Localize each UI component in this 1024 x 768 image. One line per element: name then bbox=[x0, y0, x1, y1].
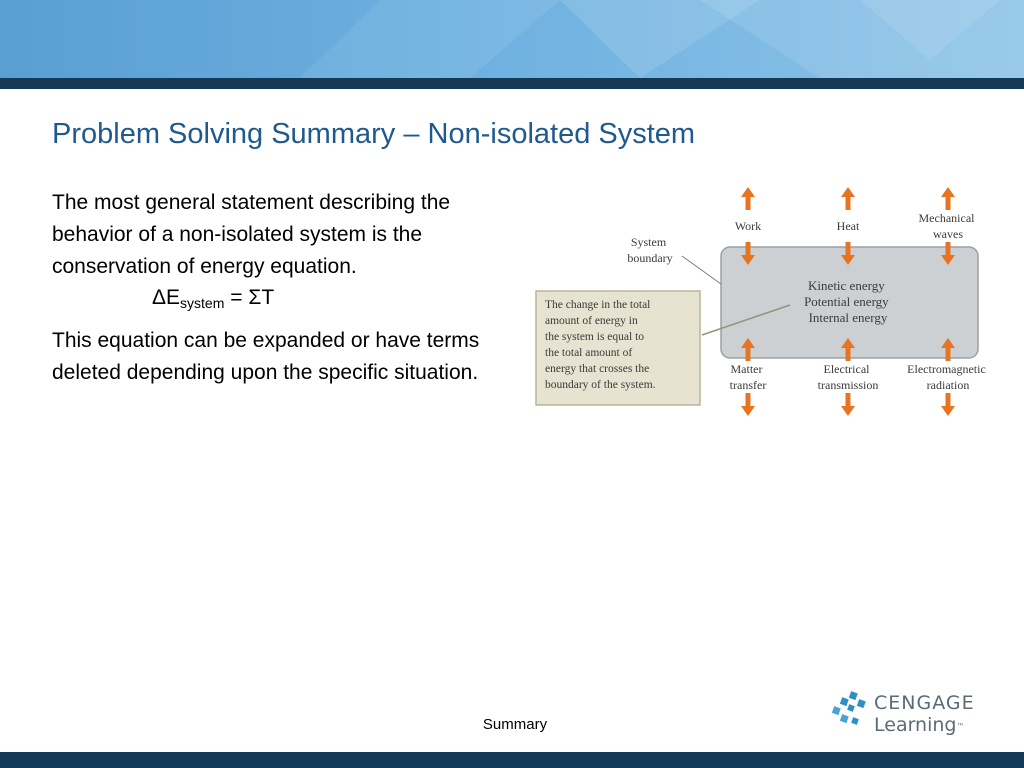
matter-arrow-out bbox=[741, 393, 755, 416]
mechanical-arrow-out bbox=[941, 187, 955, 210]
content-internal: Internal energy bbox=[809, 310, 888, 325]
label-matter-transfer: Matter transfer bbox=[730, 362, 767, 392]
energy-transfer-diagram: Kinetic energy Potential energy Internal… bbox=[535, 187, 989, 416]
content-potential: Potential energy bbox=[804, 294, 889, 309]
system-contents: Kinetic energy Potential energy Internal… bbox=[804, 278, 892, 325]
electromagnetic-arrow-out bbox=[941, 393, 955, 416]
energy-equation: ΔEsystem = ΣT bbox=[52, 283, 512, 313]
footer-label: Summary bbox=[482, 716, 548, 733]
cengage-wordmark: CENGAGE bbox=[874, 692, 975, 714]
paragraph-intro: The most general statement describing th… bbox=[52, 191, 451, 278]
heat-arrow-out bbox=[841, 187, 855, 210]
slide-title: Problem Solving Summary – Non-isolated S… bbox=[52, 118, 696, 150]
trademark-symbol: ™ bbox=[956, 722, 965, 731]
system-boundary-label: System boundary bbox=[627, 235, 672, 265]
header-strip bbox=[0, 78, 1024, 89]
label-electrical-transmission: Electrical transmission bbox=[818, 362, 879, 392]
content-kinetic: Kinetic energy bbox=[808, 278, 885, 293]
equation-subscript: system bbox=[180, 295, 225, 311]
electrical-arrow-out bbox=[841, 393, 855, 416]
work-arrow-out bbox=[741, 187, 755, 210]
equation-rhs: = ΣT bbox=[230, 286, 275, 309]
label-electromagnetic-radiation: Electromagnetic radiation bbox=[907, 362, 989, 392]
equation-lhs: ΔE bbox=[152, 286, 181, 309]
label-heat: Heat bbox=[837, 219, 860, 233]
banner-decoration bbox=[300, 0, 1024, 78]
callout-text: The change in the total amount of energy… bbox=[545, 299, 656, 391]
callout-box bbox=[535, 290, 701, 406]
paragraph-expansion: This equation can be expanded or have te… bbox=[52, 329, 480, 384]
learning-wordmark: Learning™ bbox=[874, 714, 965, 736]
cengage-logo: CENGAGE Learning™ bbox=[830, 690, 980, 740]
boundary-pointer bbox=[681, 255, 722, 285]
footer-strip bbox=[0, 752, 1024, 768]
slide-body: The most general statement describing th… bbox=[52, 187, 512, 389]
callout-pointer bbox=[701, 304, 791, 336]
label-mechanical-waves: Mechanical waves bbox=[919, 211, 978, 241]
label-work: Work bbox=[735, 219, 761, 233]
header-banner bbox=[0, 0, 1024, 78]
cengage-logo-icon bbox=[831, 691, 866, 725]
